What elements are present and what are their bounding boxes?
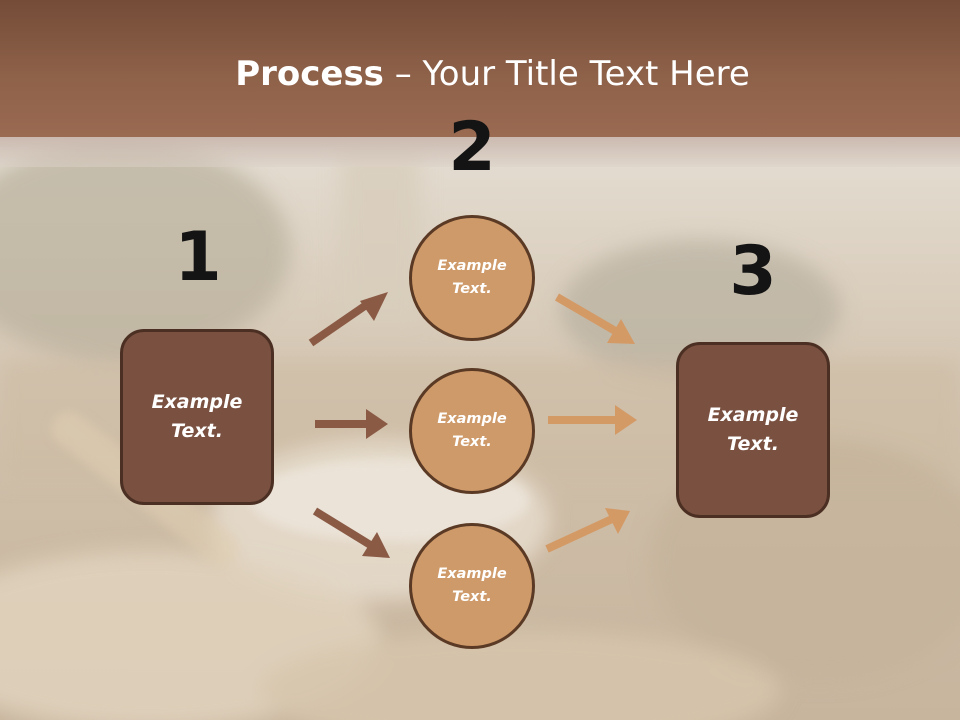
circle-step-top: Example Text. bbox=[409, 215, 535, 341]
title-bold: Process bbox=[235, 54, 384, 94]
arrow-middle-to-right bbox=[548, 405, 637, 435]
circle-step-bottom: Example Text. bbox=[409, 523, 535, 649]
title-bar-fade bbox=[0, 137, 960, 167]
arrow-bottom-to-right bbox=[545, 508, 630, 553]
circle-bottom-label: Example Text. bbox=[437, 566, 507, 605]
right-box-label: Example Text. bbox=[707, 404, 799, 455]
title-rest: – Your Title Text Here bbox=[383, 54, 750, 94]
arrow-left-to-bottom bbox=[312, 507, 390, 558]
arrow-left-to-top bbox=[308, 292, 388, 347]
left-box-label: Example Text. bbox=[151, 391, 243, 442]
arrow-top-to-right bbox=[554, 293, 635, 344]
step-number-3: 3 bbox=[729, 232, 777, 311]
left-process-box: Example Text. bbox=[120, 329, 274, 505]
circle-top-label: Example Text. bbox=[437, 258, 507, 297]
arrow-left-to-middle bbox=[315, 409, 388, 439]
circle-middle-label: Example Text. bbox=[437, 411, 507, 450]
step-number-1: 1 bbox=[174, 218, 222, 297]
title-bar bbox=[0, 0, 960, 137]
right-process-box: Example Text. bbox=[676, 342, 830, 518]
page-title: Process – Your Title Text Here bbox=[0, 52, 960, 96]
circle-step-middle: Example Text. bbox=[409, 368, 535, 494]
step-number-2: 2 bbox=[448, 108, 496, 187]
